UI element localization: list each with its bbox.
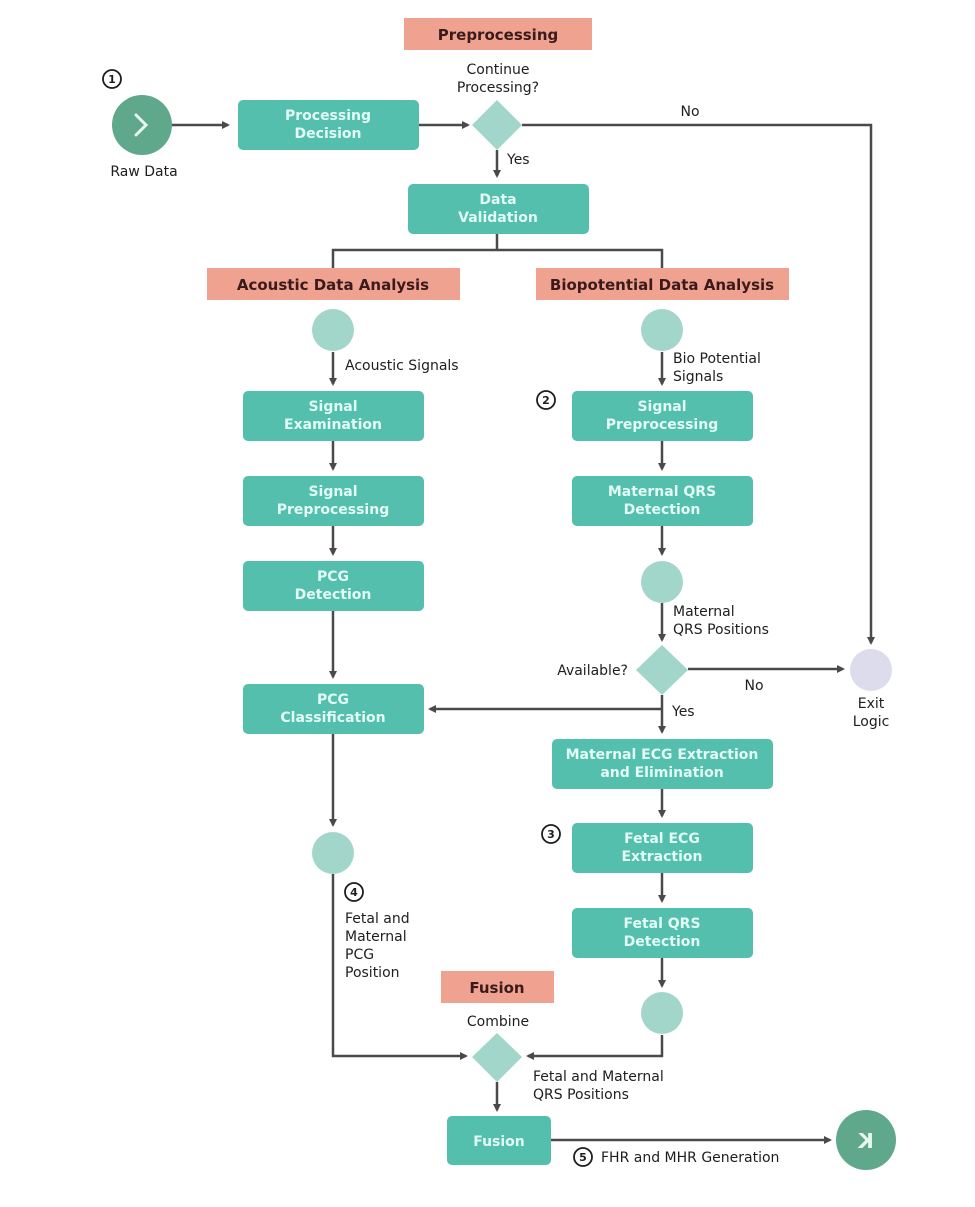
- process-maternal-ecg-extraction[interactable]: Maternal ECG Extraction and Elimination: [552, 739, 773, 789]
- process-pcg-classification-line2: Classification: [280, 710, 385, 726]
- exit-logic-node[interactable]: [850, 649, 892, 691]
- step-badge-3-number: 3: [547, 828, 555, 841]
- step-badge-4-number: 4: [350, 886, 358, 899]
- edge-branch-left: [331, 248, 497, 270]
- process-pcg-detection-line1: PCG: [317, 569, 349, 585]
- section-header-biopotential: Biopotential Data Analysis: [536, 268, 789, 300]
- exit-logic-label-line1: Exit: [858, 696, 885, 712]
- process-pcg-detection[interactable]: PCG Detection: [243, 561, 424, 611]
- connectors: [312, 309, 683, 1034]
- process-signal-examination[interactable]: Signal Examination: [243, 391, 424, 441]
- step-badge-3: 3: [541, 824, 561, 844]
- edge-label-pcg-line3: PCG: [345, 947, 374, 963]
- section-header-acoustic-label: Acoustic Data Analysis: [237, 276, 429, 294]
- process-processing-decision[interactable]: Processing Decision: [238, 100, 419, 150]
- process-fetal-ecg-extraction-line2: Extraction: [621, 849, 702, 865]
- decision-continue-processing-line1: Continue: [467, 62, 530, 78]
- section-header-fusion: Fusion: [441, 971, 554, 1003]
- section-header-fusion-label: Fusion: [469, 979, 524, 997]
- process-data-validation-line1: Data: [479, 192, 516, 208]
- decision-available-label: Available?: [557, 663, 628, 679]
- section-header-biopotential-label: Biopotential Data Analysis: [550, 276, 774, 294]
- process-data-validation-line2: Validation: [458, 210, 538, 226]
- edge-label-pcg-line4: Position: [345, 965, 400, 981]
- start-node[interactable]: [112, 95, 172, 155]
- decision-continue-processing-line2: Processing?: [457, 80, 539, 96]
- edge-label-fetal-maternal-qrs-line2: QRS Positions: [533, 1087, 629, 1103]
- process-bio-preprocessing-line1: Signal: [637, 399, 686, 415]
- edge-label-bio-signals-line2: Signals: [673, 369, 723, 385]
- edge-label-yes-top: Yes: [506, 152, 530, 168]
- process-bio-preprocessing-line2: Preprocessing: [606, 417, 718, 433]
- edge-pcg-position-to-combine: [331, 874, 468, 1060]
- process-fetal-ecg-extraction[interactable]: Fetal ECG Extraction: [572, 823, 753, 873]
- process-maternal-ecg-extraction-line1: Maternal ECG Extraction: [566, 747, 759, 763]
- process-fetal-ecg-extraction-line1: Fetal ECG: [624, 831, 700, 847]
- process-maternal-qrs-detection-line1: Maternal QRS: [608, 484, 716, 500]
- process-maternal-ecg-extraction-line2: and Elimination: [600, 765, 723, 781]
- process-acoustic-preprocessing-line1: Signal: [308, 484, 357, 500]
- step-badge-1: 1: [102, 69, 122, 89]
- process-maternal-qrs-detection[interactable]: Maternal QRS Detection: [572, 476, 753, 526]
- end-node[interactable]: K: [836, 1110, 896, 1170]
- step-badge-5-number: 5: [579, 1151, 587, 1164]
- process-fetal-qrs-detection-line1: Fetal QRS: [623, 916, 700, 932]
- edge-label-bio-signals-line1: Bio Potential: [673, 351, 761, 367]
- connector-pcg-position[interactable]: [312, 832, 354, 874]
- edge-continue-no-to-exit: [522, 123, 875, 645]
- edge-label-fetal-maternal-qrs-line1: Fetal and Maternal: [533, 1069, 664, 1085]
- process-processing-decision-line1: Processing: [285, 108, 371, 124]
- connector-fetal-qrs-positions[interactable]: [641, 992, 683, 1034]
- edge-label-pcg-line1: Fetal and: [345, 911, 410, 927]
- process-acoustic-preprocessing-line2: Preprocessing: [277, 502, 389, 518]
- process-data-validation[interactable]: Data Validation: [408, 184, 589, 234]
- process-fetal-qrs-detection-line2: Detection: [624, 934, 701, 950]
- step-badge-1-number: 1: [108, 73, 116, 86]
- edge-label-acoustic-signals: Acoustic Signals: [345, 358, 459, 374]
- process-maternal-qrs-detection-line2: Detection: [624, 502, 701, 518]
- section-header-preprocessing-label: Preprocessing: [438, 26, 558, 44]
- exit-logic-label-line2: Logic: [853, 714, 890, 730]
- process-signal-examination-line2: Examination: [284, 417, 382, 433]
- connector-maternal-qrs-positions[interactable]: [641, 561, 683, 603]
- step-badge-5: 5: [573, 1147, 593, 1167]
- process-fusion[interactable]: Fusion: [447, 1116, 551, 1165]
- start-node-label: Raw Data: [110, 164, 177, 180]
- connector-acoustic-signals[interactable]: [312, 309, 354, 351]
- process-pcg-classification-line1: PCG: [317, 692, 349, 708]
- process-pcg-classification[interactable]: PCG Classification: [243, 684, 424, 734]
- edge-label-maternal-qrs-line2: QRS Positions: [673, 622, 769, 638]
- end-icon: K: [857, 1129, 874, 1153]
- process-acoustic-preprocessing[interactable]: Signal Preprocessing: [243, 476, 424, 526]
- process-boxes: Processing Decision Data Validation Sign…: [238, 100, 773, 1165]
- edge-branch-right: [497, 248, 664, 270]
- edges: [172, 121, 875, 1144]
- decision-combine-label: Combine: [467, 1014, 529, 1030]
- step-badge-2-number: 2: [542, 394, 550, 407]
- step-badge-4: 4: [344, 882, 364, 902]
- edge-label-maternal-qrs-line1: Maternal: [673, 604, 735, 620]
- process-processing-decision-line2: Decision: [295, 126, 362, 142]
- process-bio-preprocessing[interactable]: Signal Preprocessing: [572, 391, 753, 441]
- edge-label-fhr-mhr: FHR and MHR Generation: [601, 1150, 779, 1166]
- edge-fqrs-positions-to-combine: [526, 1035, 664, 1060]
- edge-label-no-available: No: [744, 678, 763, 694]
- process-signal-examination-line1: Signal: [308, 399, 357, 415]
- edge-label-pcg-line2: Maternal: [345, 929, 407, 945]
- process-fusion-label: Fusion: [473, 1134, 525, 1150]
- decision-available[interactable]: [636, 645, 688, 695]
- process-fetal-qrs-detection[interactable]: Fetal QRS Detection: [572, 908, 753, 958]
- decision-continue-processing[interactable]: [472, 100, 522, 150]
- connector-bio-signals[interactable]: [641, 309, 683, 351]
- step-badge-2: 2: [536, 390, 556, 410]
- edge-label-no-top: No: [680, 104, 699, 120]
- chevron-right-icon: [134, 113, 149, 137]
- process-pcg-detection-line2: Detection: [295, 587, 372, 603]
- decision-combine[interactable]: [472, 1033, 522, 1082]
- edge-label-yes-available: Yes: [671, 704, 695, 720]
- section-header-preprocessing: Preprocessing: [404, 18, 592, 50]
- section-header-acoustic: Acoustic Data Analysis: [207, 268, 460, 300]
